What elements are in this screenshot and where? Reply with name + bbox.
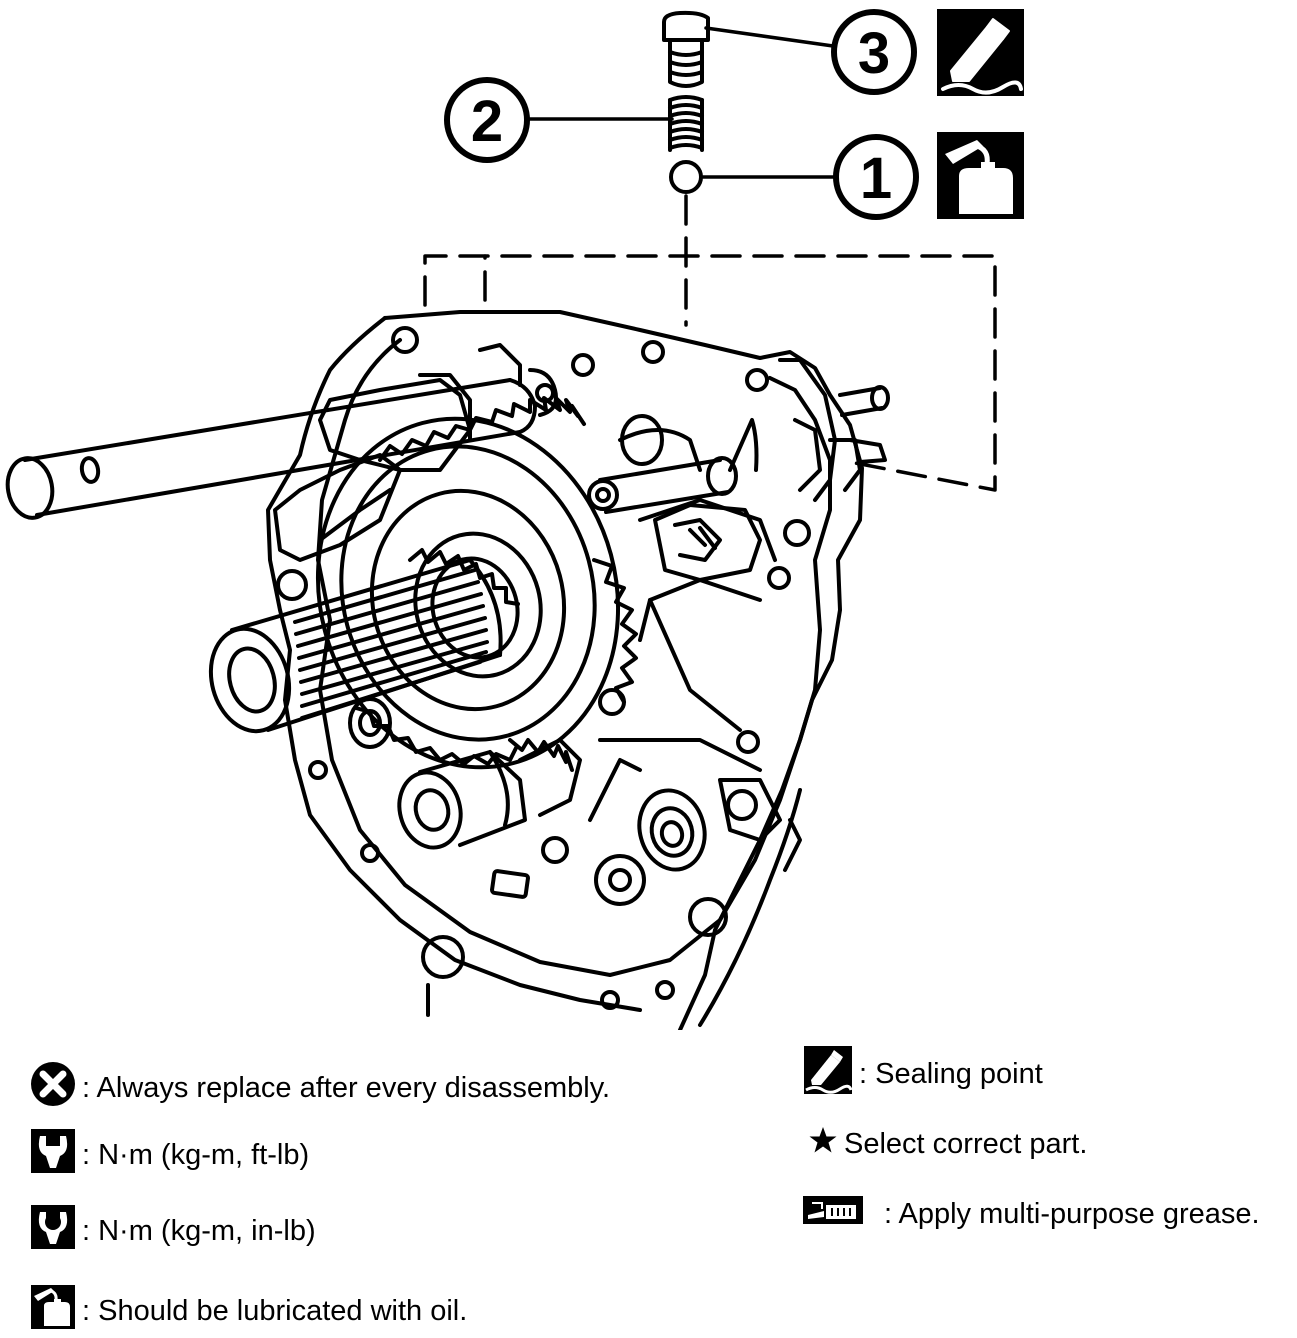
callout-2-label: 2: [471, 89, 503, 154]
check-spring: [668, 95, 704, 152]
legend-lubricate-oil-text: : Should be lubricated with oil.: [82, 1294, 468, 1327]
legend-replace-text: : Always replace after every disassembly…: [82, 1071, 611, 1104]
dashed-guides: [423, 194, 997, 492]
legend-torque-ftlb-text: : N·m (kg-m, ft-lb): [82, 1138, 310, 1171]
sealant-tube-icon: [937, 9, 1024, 96]
oil-can-icon-legend: [30, 1284, 76, 1338]
legend-torque-ftlb: : N·m (kg-m, ft-lb): [30, 1128, 309, 1182]
transaxle-exploded-diagram: 3 2 1: [5, 9, 1024, 1030]
grease-gun-icon: [802, 1195, 864, 1233]
shift-rod-short: [587, 414, 759, 514]
x-circle-icon: [30, 1061, 76, 1115]
shift-linkage: [653, 503, 762, 582]
input-shaft: [208, 558, 503, 734]
transaxle-case: [266, 310, 864, 1030]
legend-select-part-text: Select correct part.: [844, 1127, 1088, 1160]
shift-rod-long: [5, 378, 537, 520]
lower-countershaft: [348, 688, 707, 872]
legend-lubricate-oil: : Should be lubricated with oil.: [30, 1284, 467, 1338]
leader-lines: [526, 26, 836, 179]
check-ball: [669, 160, 703, 194]
legend-torque-inlb: : N·m (kg-m, in-lb): [30, 1204, 316, 1258]
star-icon: [808, 1125, 838, 1163]
callout-1: 1: [833, 134, 919, 220]
legend-sealing-point: : Sealing point: [803, 1045, 1043, 1103]
callout-1-label: 1: [860, 146, 892, 211]
legend-replace: : Always replace after every disassembly…: [30, 1061, 610, 1115]
check-bolt: [662, 10, 710, 88]
legend-sealing-point-text: : Sealing point: [859, 1057, 1043, 1090]
callout-3-label: 3: [858, 21, 890, 86]
oil-can-icon: [937, 132, 1024, 219]
callout-3: 3: [831, 9, 917, 95]
legend-grease-text: : Apply multi-purpose grease.: [884, 1197, 1260, 1230]
sealant-tube-icon-legend: [803, 1045, 853, 1103]
wrench-filled-icon: [30, 1204, 76, 1258]
shift-rod-right: [838, 385, 890, 464]
legend-select-part: Select correct part.: [808, 1125, 1087, 1163]
legend-torque-inlb-text: : N·m (kg-m, in-lb): [82, 1214, 316, 1247]
callout-2: 2: [444, 77, 530, 163]
legend-grease: : Apply multi-purpose grease.: [802, 1195, 1260, 1233]
wrench-open-icon: [30, 1128, 76, 1182]
